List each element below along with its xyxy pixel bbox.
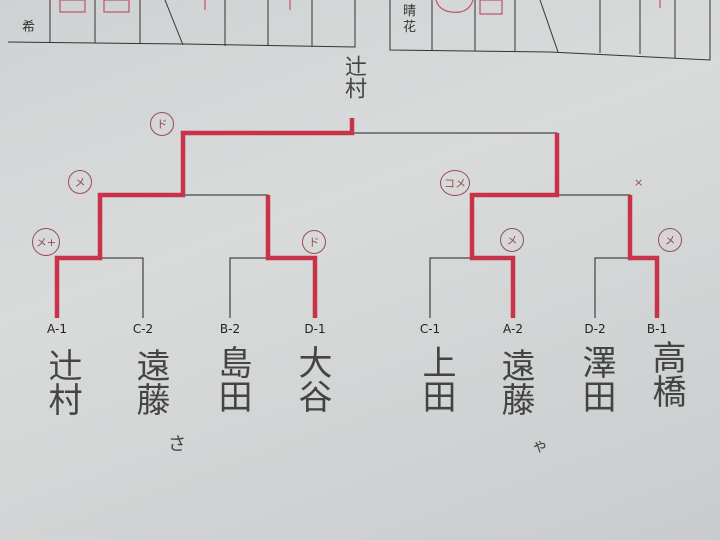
- champion-name: 辻村: [341, 55, 366, 99]
- player-name: 辻村: [42, 348, 82, 416]
- mark-qf3: メ: [500, 228, 524, 252]
- table-player-right: 晴花: [403, 4, 417, 35]
- bracket-lines: [56, 120, 658, 318]
- mark-qf1: メ+: [32, 228, 60, 256]
- seed-label: B-1: [646, 322, 668, 336]
- player-name: 島田: [212, 345, 252, 413]
- table-player-left: 希: [22, 20, 36, 35]
- mark-qf2: ド: [302, 230, 326, 254]
- mark-qf4-cross: ×: [634, 176, 644, 189]
- player-suffix: さ: [168, 434, 186, 455]
- seed-label: C-1: [419, 322, 441, 336]
- seed-label: B-2: [219, 322, 241, 336]
- mark-final: ド: [150, 112, 174, 136]
- player-name: 澤田: [576, 345, 616, 413]
- player-name: 遠藤: [495, 348, 535, 416]
- player-name: 遠藤: [130, 348, 170, 416]
- seed-label: A-2: [503, 322, 523, 336]
- player-suffix: ゃ: [532, 436, 549, 455]
- player-name: 上田: [416, 345, 456, 413]
- score-table: [7, 0, 711, 61]
- score-marks: [59, 0, 661, 15]
- seed-label: D-1: [304, 322, 326, 336]
- seed-label: C-2: [132, 322, 154, 336]
- seed-label: D-2: [584, 322, 606, 336]
- winner-lines: [54, 118, 660, 318]
- player-name: 大谷: [292, 345, 332, 413]
- seed-label: A-1: [47, 322, 67, 336]
- mark-semi-left: メ: [68, 170, 92, 194]
- player-name: 高橋: [646, 340, 686, 408]
- mark-semi-right: コメ: [440, 170, 470, 196]
- mark-qf4: メ: [658, 228, 682, 252]
